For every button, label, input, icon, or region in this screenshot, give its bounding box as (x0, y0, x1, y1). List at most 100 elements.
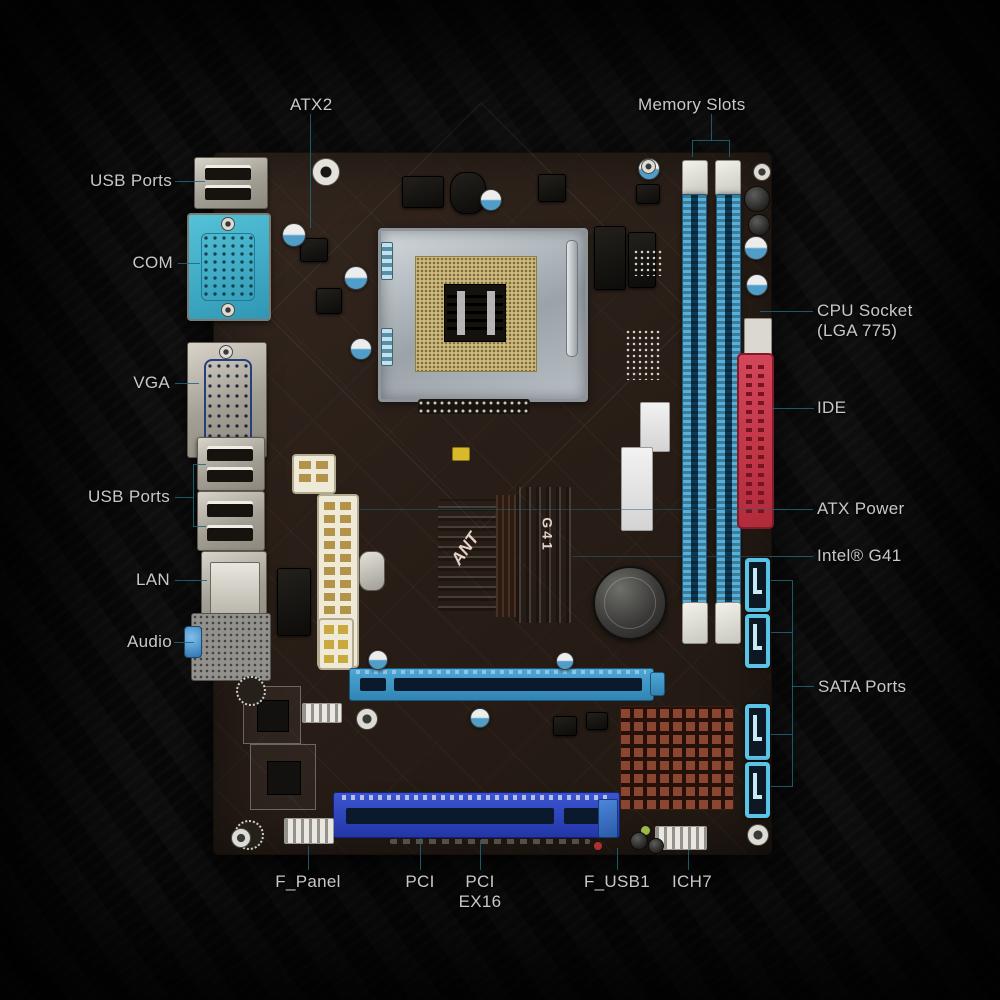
capacitor (350, 338, 372, 360)
label-usb-ports-top: USB Ports (89, 171, 172, 190)
audio-port (191, 613, 271, 681)
slot-channel (394, 678, 642, 691)
callout-line-usb-mid (193, 464, 206, 465)
silkscreen-row (390, 839, 590, 844)
cmos-battery (593, 566, 667, 640)
socket-clip (381, 242, 393, 280)
crystal-oscillator (359, 551, 385, 591)
label-pci-ex16-line2: EX16 (458, 892, 502, 911)
sata-key (753, 715, 757, 741)
memory-slot-2 (716, 194, 741, 604)
callout-line-sata (792, 686, 814, 687)
bios-chip (277, 568, 311, 636)
usb-ports-top (194, 157, 268, 209)
solder-pad-grid (626, 330, 660, 380)
callout-line-f-panel (308, 846, 309, 870)
callout-line-ich7 (688, 850, 689, 870)
socket-pin-row (418, 399, 530, 414)
choke (450, 172, 486, 214)
callout-line-usb-top (175, 181, 205, 182)
ide-pins (746, 365, 752, 517)
front-panel-header (284, 818, 334, 844)
mount-pad (236, 676, 266, 706)
ic-chip (553, 716, 577, 736)
com-port (187, 213, 271, 321)
mount-hole (641, 159, 656, 174)
dimm-latch (715, 602, 741, 644)
callout-line-pci (420, 838, 421, 870)
bga-chip (257, 700, 289, 732)
callout-line-pci-ex16 (480, 840, 481, 870)
buzzer (312, 158, 340, 186)
solder-pad-grid (634, 250, 664, 276)
usb-slot (207, 467, 253, 482)
capacitor (368, 650, 388, 670)
pin-header (302, 703, 342, 723)
usb-ports-mid-lower (197, 491, 265, 551)
slot-channel (360, 678, 386, 691)
capacitor (630, 832, 648, 850)
usb-slot (205, 165, 251, 180)
chipset-model-text: G41 (539, 517, 556, 553)
red-led (594, 842, 602, 850)
cpu-socket-center (444, 284, 506, 342)
heatsink-mid-gap (496, 495, 516, 617)
label-f-panel: F_Panel (275, 872, 341, 891)
ic-chip (538, 174, 566, 202)
chipset-heatsink: ANT G41 (438, 487, 572, 623)
callout-line-sata (771, 580, 792, 581)
dimm-contacts (683, 195, 706, 603)
callout-line-usb-mid (193, 526, 206, 527)
callout-line-vga (175, 383, 199, 384)
callout-line-memory (692, 140, 693, 157)
callout-line-usb-mid (175, 497, 193, 498)
capacitor (470, 708, 490, 728)
power-led (641, 826, 650, 835)
socket-clip (381, 328, 393, 366)
callout-line-intel-g41 (770, 556, 813, 557)
callout-line-atx-power (770, 509, 813, 510)
capacitor (746, 274, 768, 296)
ic-chip (636, 184, 660, 204)
dimm-latch (715, 160, 741, 196)
white-sticker (621, 447, 653, 531)
ic-chip (586, 712, 608, 730)
sata-key (753, 773, 757, 799)
aux-6pin-connector (318, 618, 354, 670)
capacitor (744, 186, 770, 212)
label-pci-ex16: PCI EX16 (459, 872, 502, 912)
callout-line-usb-mid (193, 464, 194, 527)
callout-line-sata (771, 734, 792, 735)
callout-line-f-usb1 (617, 848, 618, 870)
pcie-retention-clip (650, 672, 665, 696)
cpu-socket-lever (566, 240, 578, 357)
label-com: COM (132, 253, 173, 272)
callout-line-sata (792, 580, 793, 787)
dimm-latch (682, 160, 708, 196)
aux-pins (338, 625, 348, 663)
com-screw (221, 303, 235, 317)
power-block (594, 226, 626, 290)
callout-line-memory (711, 114, 712, 141)
com-port-face (201, 233, 255, 301)
callout-line-ide (772, 408, 814, 409)
lan-opening (210, 562, 260, 616)
callout-line-memory (692, 140, 730, 141)
memory-slot-1 (682, 194, 707, 604)
label-ide: IDE (817, 398, 847, 417)
sata-key (753, 590, 762, 594)
label-pci: PCI (405, 872, 435, 891)
dimm-contacts (717, 195, 740, 603)
pcie-x16-slot (349, 668, 654, 701)
capacitor (744, 236, 768, 260)
mount-hole (231, 828, 251, 848)
label-cpu-socket-line2: (LGA 775) (817, 321, 898, 340)
label-memory-slots: Memory Slots (638, 95, 746, 114)
label-ich7: ICH7 (672, 872, 712, 891)
label-atx-power: ATX Power (817, 499, 905, 518)
mosfet (402, 176, 444, 208)
sata-key (753, 795, 762, 799)
atx-pins (324, 502, 335, 660)
callout-line-atx-power (358, 509, 770, 510)
label-intel-g41: Intel® G41 (817, 546, 902, 565)
